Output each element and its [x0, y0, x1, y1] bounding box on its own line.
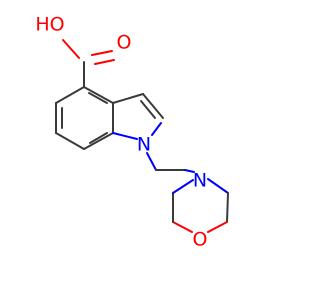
morpholine-bond-2 — [226, 192, 229, 223]
carbonyl-oxygen-label: O — [117, 32, 132, 54]
molecule-diagram: O HO N N O — [35, 13, 229, 251]
benzene-bond-1 — [55, 86, 85, 104]
morpholine-nitrogen-label: N — [193, 170, 207, 192]
carbonyl-bond-1 — [91, 50, 113, 56]
morpholine-bond-1 — [207, 178, 229, 194]
morpholine-bond-3 — [207, 221, 228, 233]
morpholine-bond-4 — [172, 221, 193, 233]
pyrrole-bond-3 — [151, 122, 162, 136]
hydroxyl-bond — [62, 39, 80, 59]
pyrrole-bond-4 — [112, 132, 138, 140]
linker-to-morpholine-bond — [184, 169, 195, 173]
pyrrole-bond-2 — [142, 93, 164, 119]
pyrrole-bond-1 — [112, 93, 144, 104]
structure-drawing: O HO N N O — [35, 14, 229, 251]
morpholine-bond-6 — [172, 179, 194, 194]
indole-nitrogen-label: N — [137, 134, 151, 156]
benzene-double-2 — [89, 132, 108, 144]
carbonyl-bond-2 — [94, 59, 115, 65]
benzene-bond-4 — [83, 132, 114, 150]
hydroxyl-label: HO — [35, 14, 64, 36]
benzene-bond-3 — [55, 132, 85, 150]
benzene-double-3 — [88, 92, 108, 104]
n1-linker-bond — [146, 152, 157, 171]
morpholine-oxygen-label: O — [193, 229, 208, 251]
pyrrole-double — [140, 100, 156, 119]
benzene-bond-6 — [83, 86, 114, 104]
